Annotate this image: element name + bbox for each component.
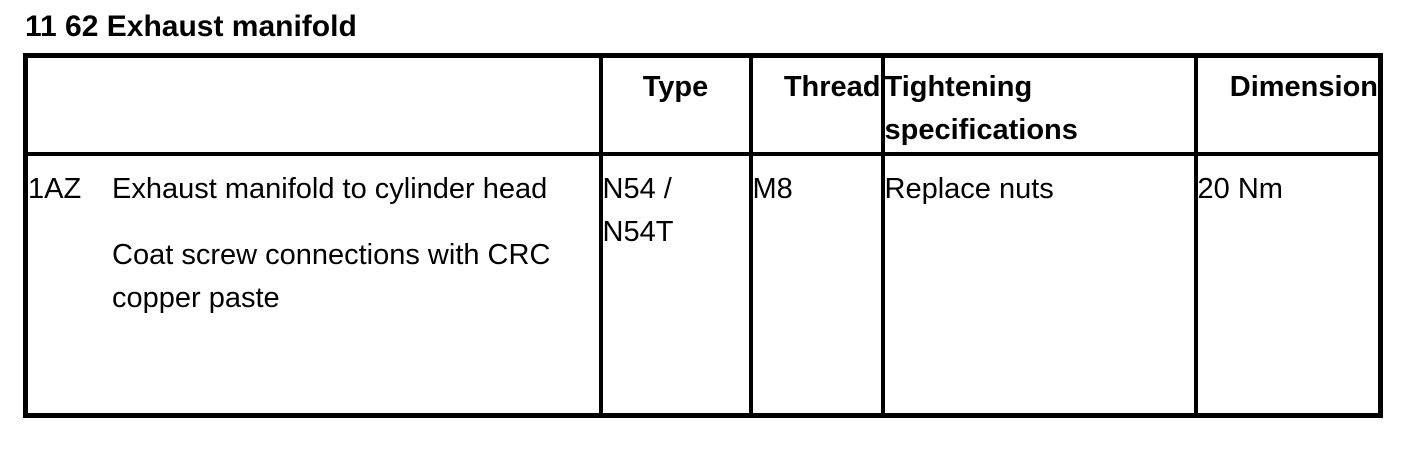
header-thread: Thread	[748, 53, 885, 156]
page-title: 11 62 Exhaust manifold	[25, 10, 357, 43]
header-dimension: Dimension	[1193, 53, 1383, 156]
table-header-row: Type Thread Tightening specifications Di…	[23, 53, 1383, 156]
cell-thread: M8	[748, 152, 885, 418]
torque-spec-table: Type Thread Tightening specifications Di…	[23, 53, 1383, 418]
cell-dimension: 20 Nm	[1193, 152, 1383, 418]
item-description: Exhaust manifold to cylinder head Coat s…	[112, 168, 567, 320]
item-description-note: Coat screw connections with CRC copper p…	[112, 239, 551, 314]
table-row: 1AZ Exhaust manifold to cylinder head Co…	[23, 152, 1383, 418]
header-tightening-specifications: Tightening specifications	[880, 53, 1198, 156]
item-code: 1AZ	[28, 173, 82, 205]
item-description-main: Exhaust manifold to cylinder head	[112, 173, 548, 205]
cell-tightening: Replace nuts	[880, 152, 1198, 418]
header-item-blank	[23, 53, 603, 156]
cell-type: N54 / N54T	[598, 152, 753, 418]
header-type: Type	[598, 53, 753, 156]
cell-item: 1AZ Exhaust manifold to cylinder head Co…	[23, 152, 603, 418]
